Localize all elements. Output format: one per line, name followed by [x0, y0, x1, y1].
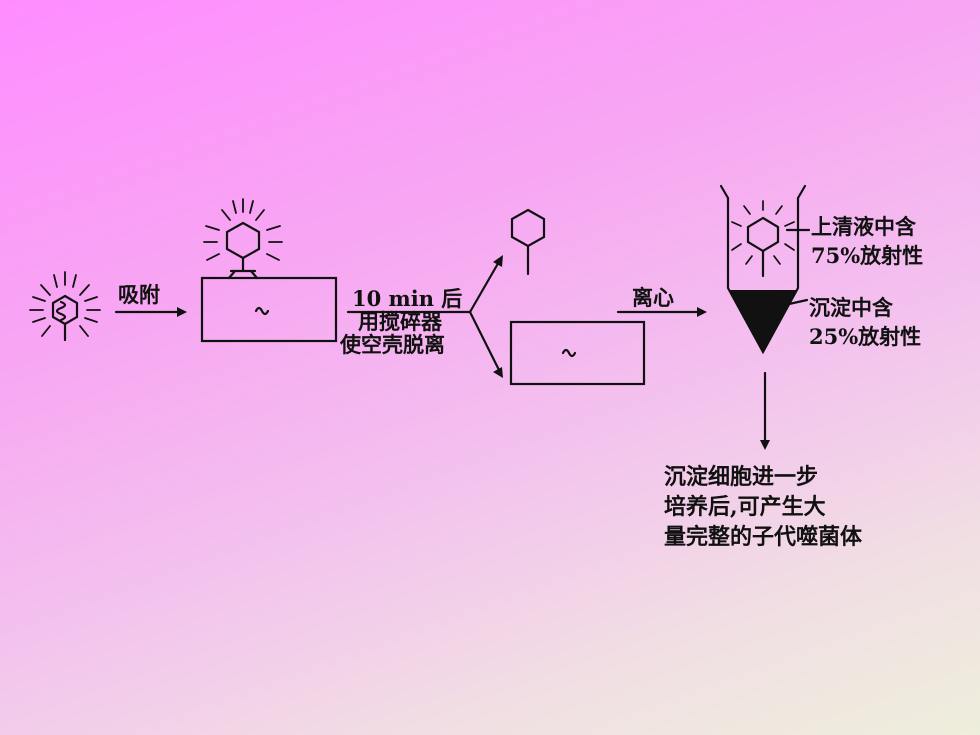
bacterial-dna-2 [561, 348, 577, 358]
centrifuge-tube [719, 184, 807, 355]
label-result-line3: 量完整的子代噬菌体 [664, 524, 863, 550]
label-supernatant-line1: 上清液中含 [811, 214, 916, 239]
labelled-phage-icon [29, 271, 101, 342]
sediment-pellet [729, 290, 797, 351]
attached-phage-icon [203, 198, 283, 280]
label-sediment-line1: 沉淀中含 [809, 295, 893, 320]
bacterium-2 [509, 320, 646, 386]
label-supernatant: 上清液中含 75%放射性 [811, 212, 923, 270]
label-result-line1: 沉淀细胞进一步 [664, 464, 819, 490]
bacterium-1 [200, 276, 338, 343]
empty-phage-coat-icon [510, 208, 546, 276]
label-adsorb: 吸附 [118, 282, 160, 307]
label-centrifuge: 离心 [632, 285, 674, 310]
bacterial-dna-1 [254, 306, 270, 316]
label-sediment-line2: 25%放射性 [809, 324, 922, 349]
label-sediment: 沉淀中含 25%放射性 [809, 293, 921, 351]
label-supernatant-line2: 75%放射性 [811, 243, 924, 268]
label-result-line2: 培养后,可产生大 [664, 494, 826, 520]
label-blend-step-line2: 用搅碎器 [358, 309, 442, 334]
labelled-coat-icon [731, 200, 795, 278]
label-blend-step-line1: 10 min 后 [352, 286, 463, 311]
label-result: 沉淀细胞进一步 培养后,可产生大 量完整的子代噬菌体 [664, 462, 862, 552]
label-blend-step-line3: 使空壳脱离 [340, 332, 445, 357]
label-blend-step: 10 min 后 用搅碎器 使空壳脱离 [340, 287, 462, 356]
